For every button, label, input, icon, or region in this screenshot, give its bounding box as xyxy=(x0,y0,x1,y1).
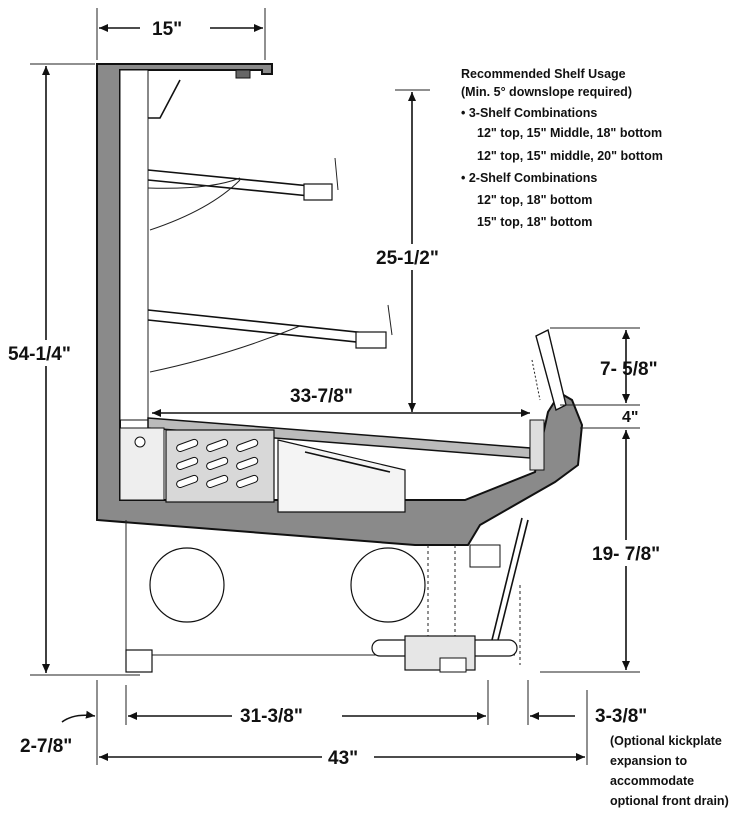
upper-shelf xyxy=(147,157,339,231)
dim-front-height: 19- 7/8" xyxy=(592,544,660,565)
front-glass xyxy=(531,328,567,412)
two-shelf-heading: • 2-Shelf Combinations xyxy=(461,171,597,185)
dim-front-lip: 4" xyxy=(622,409,638,426)
kickplate-note-line-1: (Optional kickplate xyxy=(610,734,722,748)
dim-base-depth: 31-3/8" xyxy=(240,706,303,727)
rear-upright xyxy=(119,69,149,421)
canopy-bracket xyxy=(148,79,181,119)
three-shelf-option-1: 12" top, 15" Middle, 18" bottom xyxy=(477,126,662,140)
coil-compartment xyxy=(119,427,406,513)
top-light-fixture xyxy=(235,69,251,79)
kickplate-note-line-4: optional front drain) xyxy=(610,794,729,808)
base-frame xyxy=(125,517,529,673)
dim-shelf-height: 25-1/2" xyxy=(376,248,439,269)
shelf-usage-notes: Recommended Shelf Usage (Min. 5° downslo… xyxy=(461,67,663,229)
dim-kickplate: 3-3/8" xyxy=(595,706,647,727)
kickplate-note: (Optional kickplate expansion to accommo… xyxy=(610,734,729,808)
dim-top-width: 15" xyxy=(152,19,182,40)
two-shelf-option-2: 15" top, 18" bottom xyxy=(477,215,592,229)
rear-leg xyxy=(125,649,153,673)
dim-deck-depth: 33-7/8" xyxy=(290,386,353,407)
kickplate-note-line-3: accommodate xyxy=(610,774,694,788)
kickplate-note-line-2: expansion to xyxy=(610,754,687,768)
two-shelf-option-1: 12" top, 18" bottom xyxy=(477,193,592,207)
deck-pan xyxy=(147,417,545,471)
fan-plenum xyxy=(277,439,406,513)
rear-wheel-cutout xyxy=(149,547,225,623)
three-shelf-heading: • 3-Shelf Combinations xyxy=(461,106,597,120)
dim-overall-depth: 43" xyxy=(328,748,358,769)
dim-front-glass-height: 7- 5/8" xyxy=(600,359,658,380)
shelf-notes-subtitle: (Min. 5° downslope required) xyxy=(461,85,632,99)
front-wheel-cutout xyxy=(350,547,426,623)
cabinet-section xyxy=(96,63,584,546)
dim-rear-offset: 2-7/8" xyxy=(20,736,72,757)
dim-overall-height: 54-1/4" xyxy=(8,344,71,365)
three-shelf-option-2: 12" top, 15" middle, 20" bottom xyxy=(477,149,663,163)
middle-shelf xyxy=(147,304,393,373)
shelf-notes-title: Recommended Shelf Usage xyxy=(461,67,626,81)
